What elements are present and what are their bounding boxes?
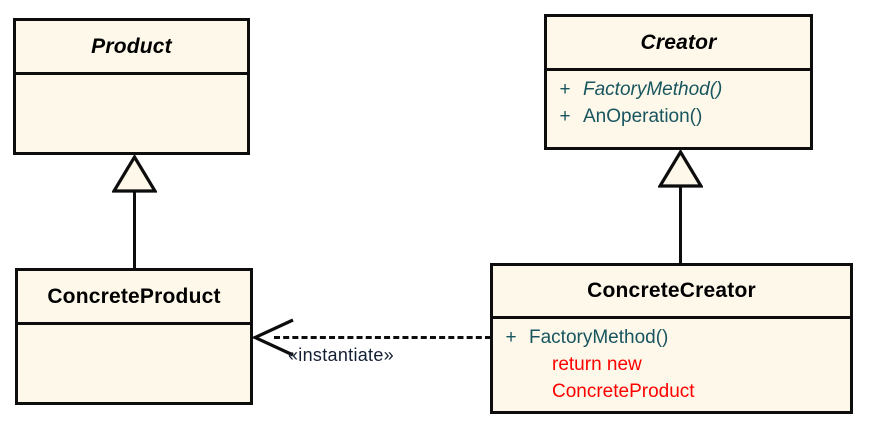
dependency-arrowhead-instantiate <box>251 318 295 358</box>
class-divider-creator <box>547 68 810 71</box>
triangle-icon <box>657 148 704 188</box>
generalization-arrowhead-product <box>111 153 158 193</box>
class-members-concrete-product <box>18 325 250 402</box>
class-members-creator: + FactoryMethod() + AnOperation() <box>547 71 810 131</box>
generalization-line-creator <box>679 185 682 265</box>
generalization-line-product <box>133 190 136 270</box>
visibility-marker: + <box>559 79 571 100</box>
member-name: FactoryMethod() <box>529 327 669 348</box>
class-box-concrete-product[interactable]: ConcreteProduct <box>15 268 253 405</box>
class-title-concrete-creator: ConcreteCreator <box>587 279 756 302</box>
class-box-product[interactable]: Product <box>13 18 250 155</box>
member-name: AnOperation() <box>583 105 703 127</box>
class-title-product: Product <box>91 34 172 58</box>
class-divider-concrete-product <box>18 322 250 325</box>
generalization-arrowhead-creator <box>657 148 704 188</box>
class-title-concrete-product: ConcreteProduct <box>47 284 221 308</box>
code-note-line: ConcreteProduct <box>552 380 695 402</box>
dependency-label-instantiate: «instantiate» <box>288 345 394 365</box>
visibility-marker: + <box>505 327 517 348</box>
class-divider-product <box>16 72 247 75</box>
class-box-creator[interactable]: Creator + FactoryMethod() + AnOperation(… <box>544 14 813 150</box>
class-title-creator: Creator <box>640 30 717 54</box>
code-note-line: return new <box>552 353 642 375</box>
open-arrow-icon <box>251 318 294 357</box>
class-members-product <box>16 75 247 152</box>
class-divider-concrete-creator <box>493 316 850 319</box>
member-row: + FactoryMethod() <box>547 77 810 104</box>
member-row: + FactoryMethod() <box>493 325 850 352</box>
class-box-concrete-creator[interactable]: ConcreteCreator + FactoryMethod() return… <box>490 263 853 414</box>
member-name: FactoryMethod() <box>583 79 723 100</box>
dependency-line-instantiate <box>274 336 491 339</box>
member-row: + AnOperation() <box>547 104 810 131</box>
class-members-concrete-creator: + FactoryMethod() return new ConcretePro… <box>493 319 850 406</box>
visibility-marker: + <box>559 105 571 127</box>
triangle-icon <box>111 153 158 193</box>
